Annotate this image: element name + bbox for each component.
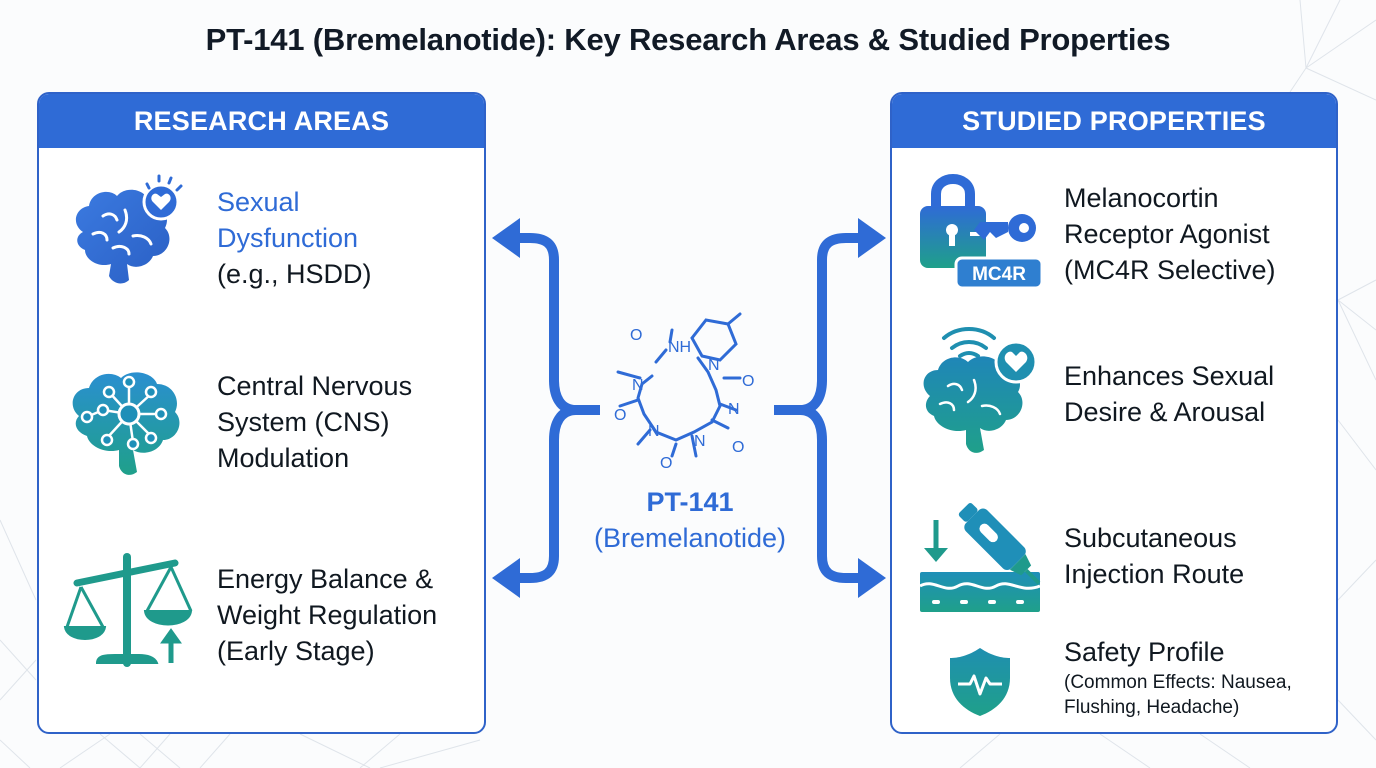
item-line: (Early Stage) — [217, 636, 375, 666]
research-item-energy-balance: Energy Balance & Weight Regulation (Earl… — [39, 549, 484, 679]
item-line: Central Nervous — [217, 371, 413, 401]
atom-label: N — [694, 433, 706, 450]
item-small-line: Flushing, Headache) — [1064, 697, 1240, 718]
brain-network-icon — [72, 372, 180, 475]
property-item-desire-arousal: Enhances Sexual Desire & Arousal — [892, 322, 1336, 462]
studied-properties-panel: STUDIED PROPERTIES MC4R Melanocortin Rec… — [890, 92, 1338, 734]
item-line: Melanocortin — [1064, 183, 1219, 213]
brain-signal-heart-icon — [923, 327, 1038, 453]
atom-label: N — [632, 377, 644, 394]
arrow-head-left-bottom — [492, 558, 520, 598]
research-item-text: Central Nervous System (CNS) Modulation — [217, 368, 412, 476]
property-item-text: Safety Profile (Common Effects: Nausea, … — [1064, 634, 1292, 720]
injection-pen-icon — [919, 503, 1041, 612]
atom-label: N — [708, 357, 720, 374]
balance-scale-icon — [63, 553, 193, 667]
compound-label: PT-141 (Bremelanotide) — [560, 484, 820, 556]
atom-label: O — [660, 455, 672, 472]
arrow-head-left-top — [492, 218, 520, 258]
item-line: Enhances Sexual — [1064, 361, 1275, 391]
research-item-text: Energy Balance & Weight Regulation (Earl… — [217, 561, 437, 669]
research-areas-panel: RESEARCH AREAS Sexual Dysfunc — [37, 92, 486, 734]
item-line: Subcutaneous — [1064, 523, 1237, 553]
atom-label: O — [742, 373, 754, 390]
item-line: Energy Balance & — [217, 564, 434, 594]
item-line: Weight Regulation — [217, 600, 438, 630]
atom-label: N — [648, 423, 660, 440]
property-item-text: Enhances Sexual Desire & Arousal — [1064, 358, 1274, 430]
shield-pulse-icon — [950, 648, 1010, 716]
page-title: PT-141 (Bremelanotide): Key Research Are… — [205, 22, 1171, 57]
compound-name: PT-141 — [646, 487, 734, 517]
item-line: Desire & Arousal — [1064, 397, 1266, 427]
arrow-head-right-bottom — [858, 558, 886, 598]
property-item-mc4r-agonist: MC4R Melanocortin Receptor Agonist (MC4R… — [892, 164, 1336, 294]
property-item-subcutaneous-injection: Subcutaneous Injection Route — [892, 490, 1336, 620]
property-item-text: Subcutaneous Injection Route — [1064, 520, 1244, 592]
atom-label: O — [614, 407, 626, 424]
item-line: Safety Profile — [1064, 637, 1225, 667]
connector-diagram: NH O N O N O N O N O N — [492, 218, 886, 598]
atom-label: O — [630, 327, 642, 344]
atom-label: N — [728, 401, 740, 418]
item-line: System (CNS) — [217, 407, 390, 437]
molecule-atom-labels: NH O N O N O N O N O N — [614, 327, 754, 472]
item-line: (e.g., HSDD) — [217, 259, 372, 289]
research-item-text: Sexual Dysfunction (e.g., HSDD) — [217, 184, 372, 292]
research-item-cns-modulation: Central Nervous System (CNS) Modulation — [39, 356, 484, 486]
mc4r-badge: MC4R — [972, 264, 1026, 285]
item-line: Injection Route — [1064, 559, 1245, 589]
left-bracket-arrows — [512, 233, 600, 583]
research-item-sexual-dysfunction: Sexual Dysfunction (e.g., HSDD) — [39, 172, 484, 302]
research-areas-header: RESEARCH AREAS — [39, 94, 484, 148]
studied-properties-header: STUDIED PROPERTIES — [892, 94, 1336, 148]
item-line: Receptor Agonist — [1064, 219, 1270, 249]
item-line: Dysfunction — [217, 223, 359, 253]
lock-key-icon: MC4R — [920, 174, 1044, 290]
item-line: Sexual — [217, 187, 300, 217]
atom-label: O — [732, 439, 744, 456]
brain-heart-icon — [75, 174, 183, 284]
item-small-line: (Common Effects: Nausea, — [1064, 672, 1292, 693]
arrow-head-right-top — [858, 218, 886, 258]
compound-subtitle: (Bremelanotide) — [593, 523, 787, 553]
molecule-structure-icon — [616, 312, 742, 458]
atom-label: NH — [668, 339, 691, 356]
property-item-safety-profile: Safety Profile (Common Effects: Nausea, … — [892, 630, 1336, 730]
item-line: Modulation — [217, 443, 350, 473]
item-line: (MC4R Selective) — [1064, 255, 1276, 285]
right-bracket-arrows — [774, 233, 864, 583]
property-item-text: Melanocortin Receptor Agonist (MC4R Sele… — [1064, 180, 1276, 288]
